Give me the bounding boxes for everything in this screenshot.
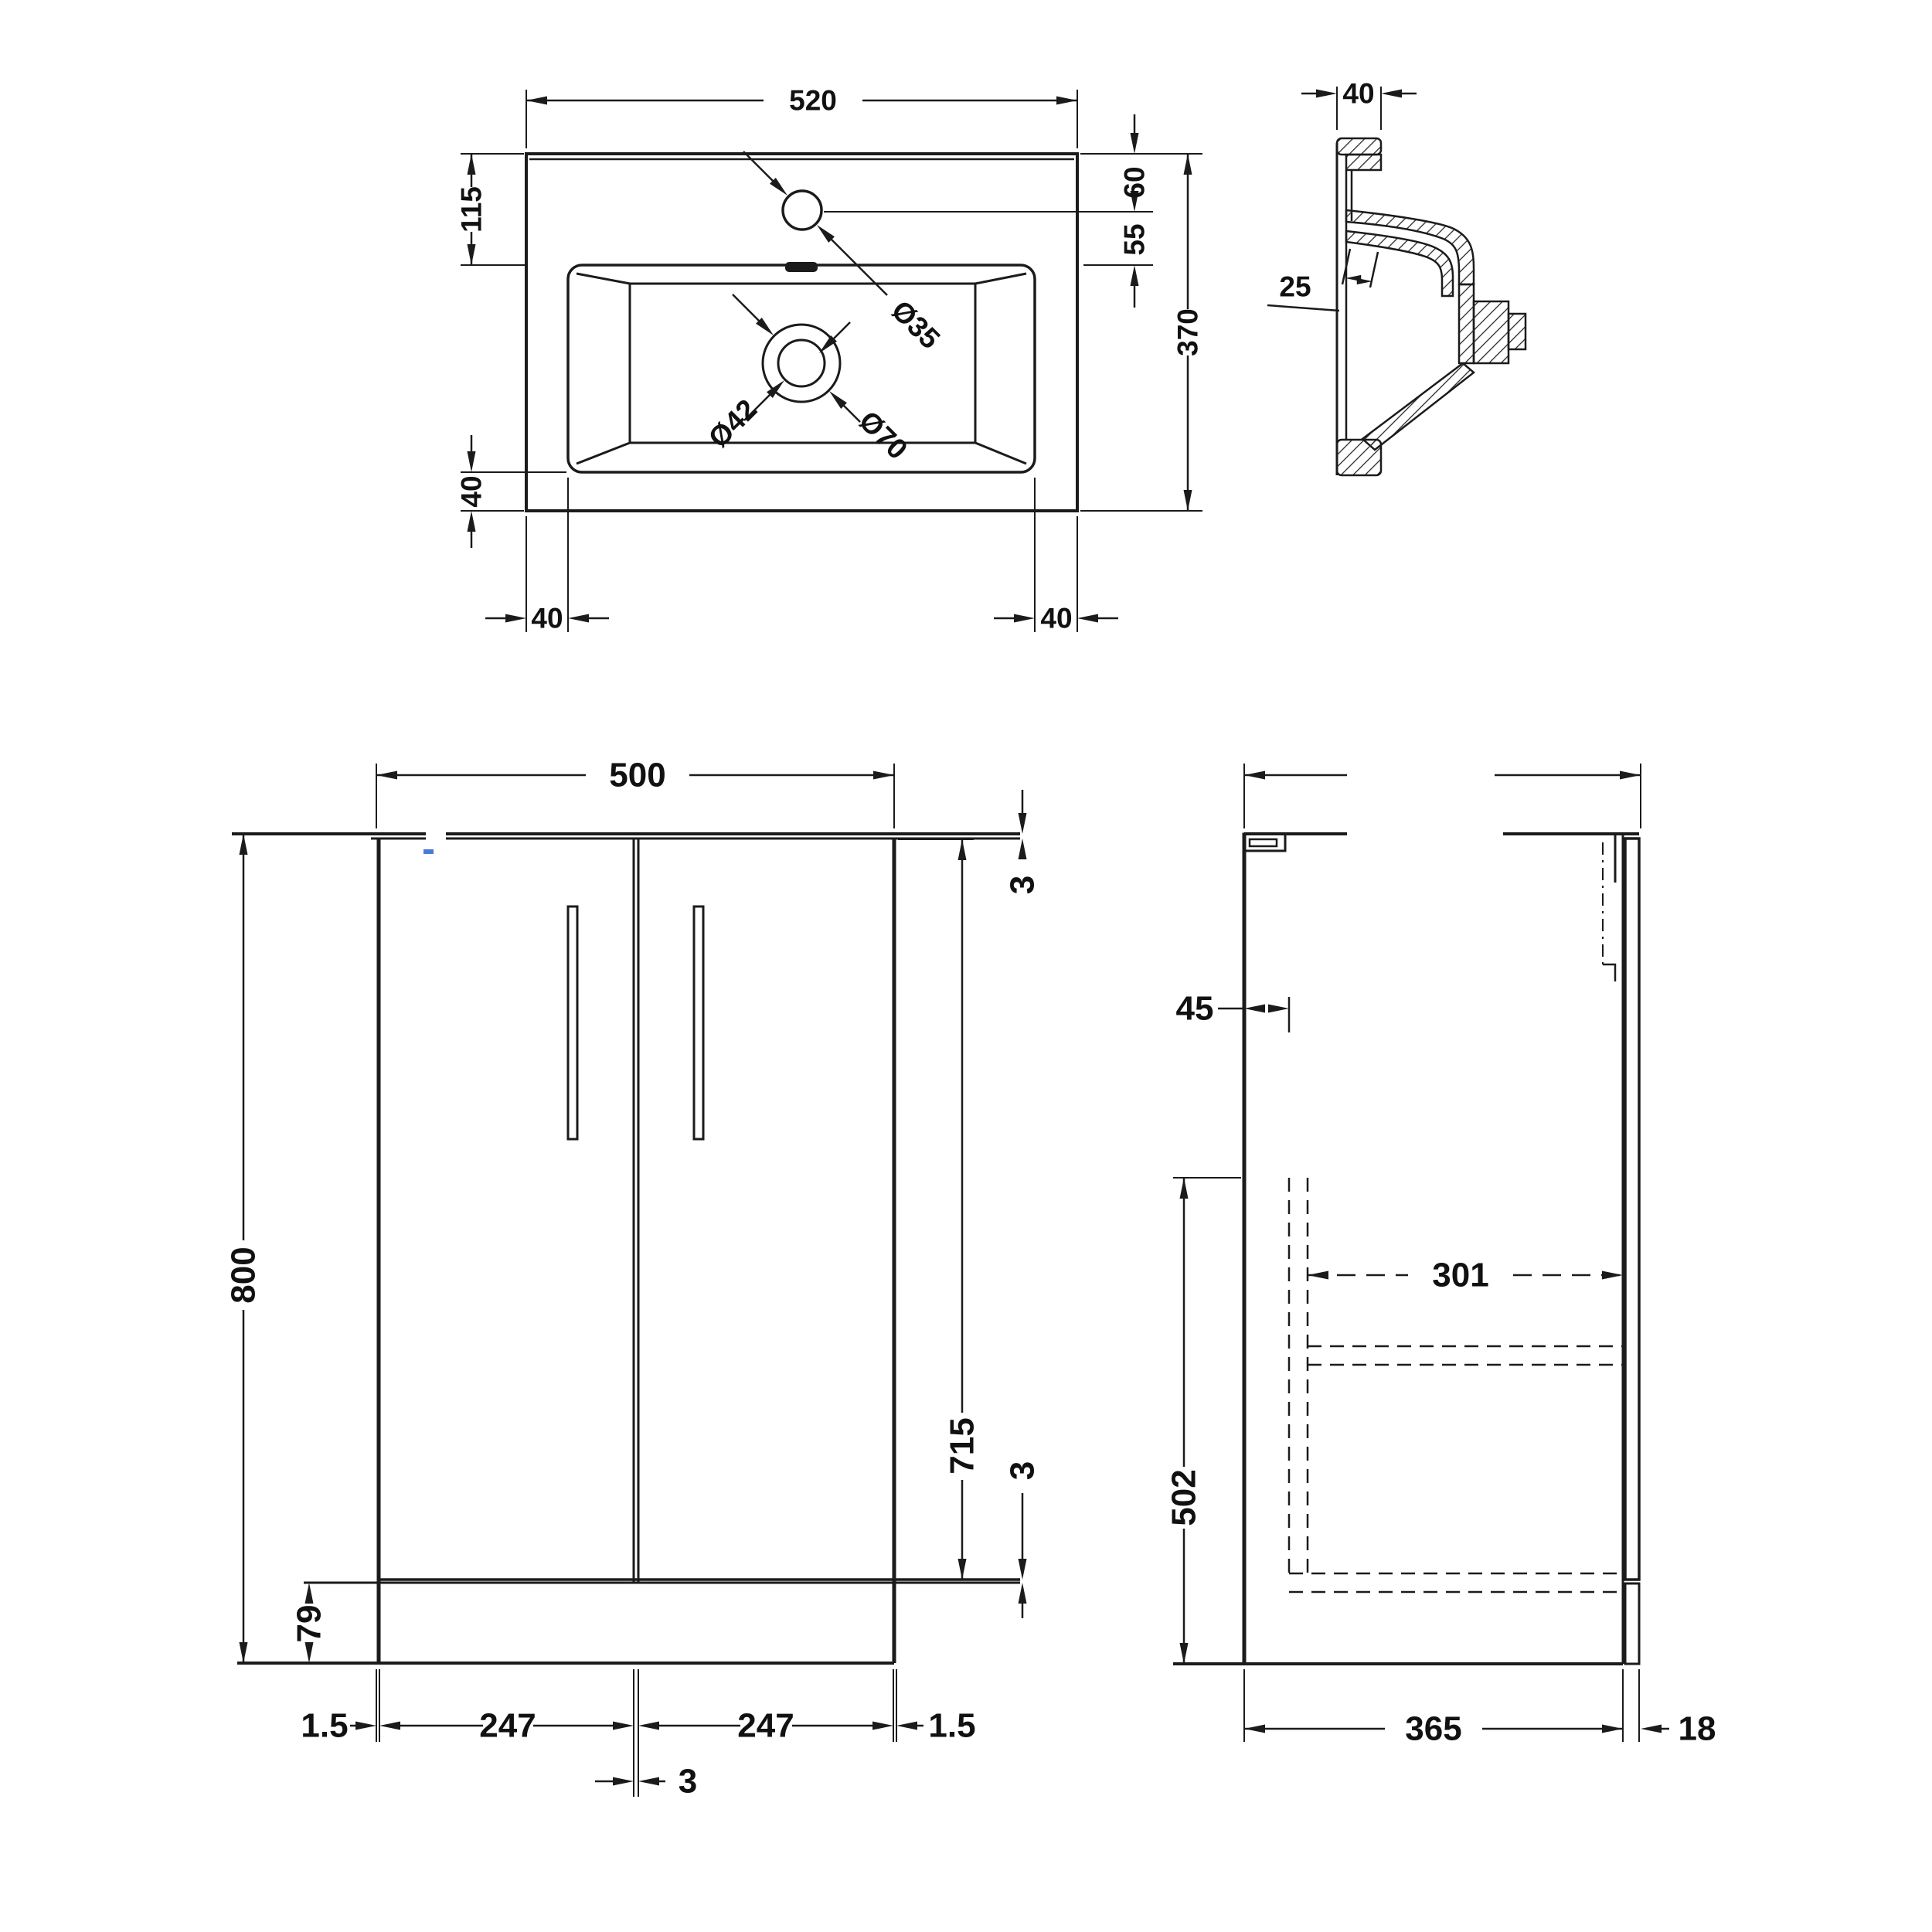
dim-rim-width-lines	[1301, 87, 1417, 130]
cabinet-front-view: 500 800 3 715	[225, 757, 1042, 1801]
dim-wall-offset: 25	[1279, 271, 1311, 303]
dim-interior-height-lines	[1173, 1177, 1241, 1664]
dim-bowl-margins-lines	[485, 478, 1118, 632]
dim-shelf-depth-lines	[1308, 1270, 1623, 1280]
dim-door-bottom-gap-lines	[1018, 1493, 1027, 1618]
dim-wall-offset-lines	[1267, 248, 1379, 312]
basin-plan-view: Ø35 Ø42 Ø70 520	[456, 85, 1204, 634]
dim-shelf-setback-lines	[1218, 997, 1291, 1032]
dim-door-height-lines	[898, 838, 974, 1580]
basin-bowl-outline	[566, 262, 1036, 474]
dim-front-ledge-lines	[461, 435, 566, 548]
tap-hole-leader	[743, 151, 888, 296]
dim-gap-right: 1.5	[928, 1707, 975, 1745]
door-handle-right	[692, 905, 705, 1141]
basin-section-view: 40 25	[1267, 78, 1527, 477]
section-profile	[1335, 137, 1527, 477]
dim-waste-flange-dia: Ø70	[853, 405, 913, 465]
side-door	[1624, 837, 1641, 1581]
dim-plan-width: 520	[789, 85, 837, 117]
side-plinth	[1624, 1582, 1641, 1665]
dim-depth-lines	[1243, 1669, 1669, 1742]
cabinet-side-view: 45 502 301 365	[1165, 764, 1716, 1748]
dim-front-height: 800	[225, 1247, 263, 1303]
dim-plan-depth: 370	[1172, 308, 1204, 356]
dim-top-panel-lines	[1018, 790, 1027, 859]
basin-plate-outline	[525, 152, 1079, 512]
back-rail	[1242, 832, 1287, 852]
dim-door-left-width: 247	[479, 1707, 536, 1745]
dim-shelf-depth: 301	[1432, 1257, 1488, 1294]
door-handle-left	[566, 905, 579, 1141]
dim-tap-from-back: 60	[1119, 166, 1151, 198]
dim-door-thickness: 18	[1679, 1710, 1716, 1748]
dim-margin-right: 40	[1040, 603, 1072, 634]
dim-carcass-depth: 365	[1405, 1710, 1461, 1748]
dim-bottom-row-lines	[350, 1669, 923, 1797]
front-outline	[232, 821, 1020, 1665]
dim-front-height-lines	[239, 834, 248, 1663]
side-outline	[1173, 832, 1641, 1665]
dim-gap-left: 1.5	[301, 1707, 348, 1745]
dim-margin-left: 40	[531, 603, 563, 634]
dim-waste-dia: Ø42	[702, 393, 763, 454]
dim-plan-depth-lines	[1080, 153, 1202, 512]
dim-tap-to-bowl: 55	[1119, 223, 1151, 255]
overflow-slot	[785, 262, 818, 272]
scan-artifact	[423, 849, 434, 854]
dim-top-panel: 3	[1004, 876, 1042, 894]
dim-plan-width-lines	[526, 90, 1078, 148]
dim-side-top-lines	[1243, 764, 1641, 828]
dim-shelf-setback: 45	[1176, 990, 1214, 1028]
dim-plinth-height: 79	[291, 1605, 328, 1643]
dim-door-bottom-gap: 3	[1004, 1461, 1042, 1480]
dim-back-ledge-lines	[461, 153, 526, 266]
tap-hole	[781, 189, 823, 231]
dim-front-width-lines	[376, 764, 895, 828]
dim-front-ledge: 40	[456, 475, 488, 507]
dim-tap-hole-dia: Ø35	[886, 294, 946, 355]
dim-door-right-width: 247	[737, 1707, 794, 1745]
dim-front-width: 500	[609, 757, 665, 794]
dim-tap-position-lines	[824, 114, 1153, 308]
dim-gap-center: 3	[679, 1763, 697, 1801]
dim-door-height: 715	[944, 1417, 981, 1474]
waste-hole	[732, 294, 861, 423]
dim-back-ledge: 115	[456, 186, 488, 233]
dim-rim-width: 40	[1342, 78, 1374, 110]
dim-interior-height: 502	[1165, 1469, 1203, 1526]
